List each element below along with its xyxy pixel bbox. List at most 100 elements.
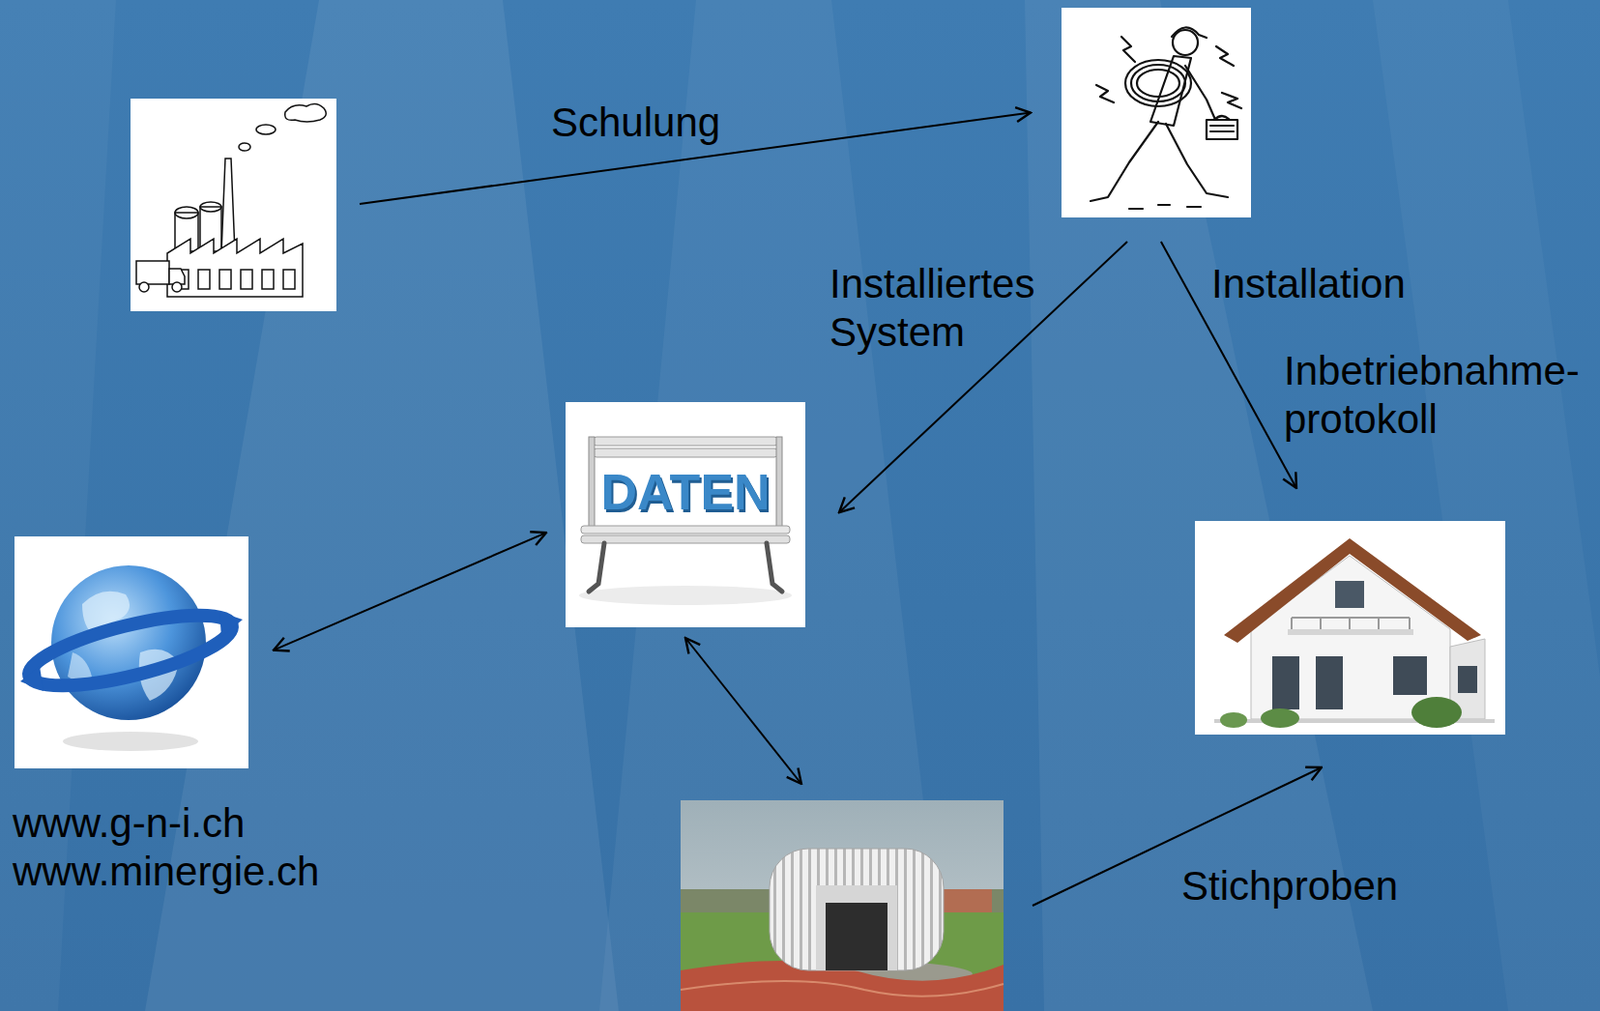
house-illustration-part (1250, 555, 1451, 720)
electrician-illustration-part-part (1136, 69, 1180, 97)
electrician-illustration-part-part (1121, 36, 1135, 62)
house-illustration-part (1291, 617, 1410, 630)
factory-illustration-part-part (136, 261, 170, 285)
house-illustration-part (1223, 538, 1482, 643)
house-illustration-part (1393, 656, 1427, 696)
electrician-illustration-part-part (1171, 27, 1207, 38)
house-illustration-part (1272, 656, 1300, 710)
bench-illustration-part (588, 436, 595, 530)
bench-illustration-part (776, 436, 783, 530)
bench-illustration-part (766, 543, 783, 592)
bench-lettering: DATEN (565, 462, 806, 523)
factory-illustration-part-part (219, 269, 232, 290)
electrician-illustration-part-part (1096, 85, 1114, 103)
factory-illustration-part-part (167, 238, 303, 297)
globe-illustration-part (23, 601, 238, 701)
building-photo-illustration-part (680, 800, 1004, 1011)
electrician-illustration (1061, 7, 1251, 218)
factory-illustration-part-part (285, 103, 327, 122)
factory-illustration-part-part (256, 124, 276, 135)
factory-icon (130, 98, 337, 312)
globe-illustration-part (20, 666, 44, 692)
electrician-illustration-part-part (1206, 119, 1238, 140)
label-holder: Installiertes System (829, 260, 1052, 358)
factory-illustration-part-part (139, 282, 149, 292)
edge-label: Schulung (551, 98, 745, 147)
electrician-icon (1061, 7, 1251, 218)
globe-illustration-part (14, 536, 249, 769)
factory-illustration-part-part (172, 282, 182, 292)
factory-illustration-part-part (238, 143, 251, 151)
electrician-illustration-part-part (1185, 65, 1217, 122)
globe-illustration-part (219, 611, 243, 638)
text-holder: www.g-n-i.ch www.minergie.ch (12, 799, 347, 898)
building-photo-illustration-part (680, 981, 1004, 997)
bench-illustration-part (592, 448, 779, 458)
arrow-connector (685, 638, 802, 785)
factory-illustration-part (136, 103, 326, 297)
bench-illustration-part (565, 402, 806, 628)
building-photo-illustration-part (943, 889, 992, 917)
house-illustration (1194, 521, 1506, 735)
electrician-illustration-part-part (1210, 125, 1234, 132)
edge-label: Installation (1211, 260, 1444, 309)
note-label: Inbetriebnahme- protokoll (1283, 347, 1594, 445)
house-illustration-part (1220, 712, 1248, 728)
house-photo (1194, 521, 1506, 735)
electrician-illustration-part-part (1221, 92, 1242, 109)
building-photo-illustration (680, 800, 1004, 1011)
bench-illustration-part (588, 543, 605, 592)
light-ray-part (1024, 0, 1373, 1011)
factory-illustration-part-part (200, 202, 222, 212)
electrician-illustration-part-part (1216, 46, 1234, 66)
globe-icon: www.g-n-i.ch www.minergie.ch (14, 536, 249, 769)
factory-illustration-part (130, 98, 337, 312)
bench-illustration-part (579, 585, 792, 606)
globe-illustration-part (62, 731, 199, 752)
house-illustration-part (1194, 521, 1506, 735)
label-holder: Schulung (551, 98, 745, 147)
edge-label: Stichproben (1181, 862, 1433, 911)
electrician-illustration-part-part (1165, 123, 1228, 198)
url-text: www.g-n-i.ch www.minergie.ch (12, 799, 347, 898)
house-illustration-part (1287, 629, 1414, 636)
factory-illustration-part-part (198, 269, 210, 290)
building-photo-illustration-part (769, 848, 944, 971)
building-photo (680, 800, 1004, 1011)
label-holder: Installation (1211, 260, 1444, 309)
house-illustration-part (1411, 697, 1462, 728)
house-illustration-part (1260, 708, 1300, 728)
globe-illustration-part (67, 652, 92, 682)
electrician-illustration-part-part (1125, 59, 1192, 107)
electrician-illustration-part (1061, 7, 1251, 218)
bench-illustration-part (581, 525, 790, 534)
electrician-illustration-part-part (1131, 64, 1186, 102)
bench-illustration-part (581, 535, 790, 544)
factory-illustration-part-part (174, 206, 199, 219)
data-bench-icon: DATEN (565, 402, 806, 628)
edge-label: Installiertes System (829, 260, 1052, 358)
arrow-connector (273, 532, 547, 650)
factory-illustration-part-part (283, 269, 295, 290)
electrician-illustration-part-part (1172, 29, 1198, 56)
factory-illustration-part-part (221, 158, 235, 254)
light-ray-part (1372, 0, 1600, 1011)
building-photo-illustration-part (825, 902, 888, 971)
building-photo-illustration-part (815, 885, 898, 971)
label-holder: Stichproben (1181, 862, 1433, 911)
electrician-illustration-part-part (1129, 204, 1201, 209)
bench-illustration (565, 402, 806, 628)
house-illustration-part (1335, 581, 1365, 609)
electrician-illustration-part-part (1214, 116, 1230, 120)
text-holder: DATEN (565, 462, 806, 523)
factory-illustration (130, 98, 337, 312)
house-illustration-part (1457, 666, 1478, 694)
electrician-illustration-part-part (1090, 121, 1159, 202)
factory-illustration-part-part (240, 269, 253, 290)
factory-illustration-part-part (261, 269, 274, 290)
label-holder: Inbetriebnahme- protokoll (1283, 347, 1594, 445)
